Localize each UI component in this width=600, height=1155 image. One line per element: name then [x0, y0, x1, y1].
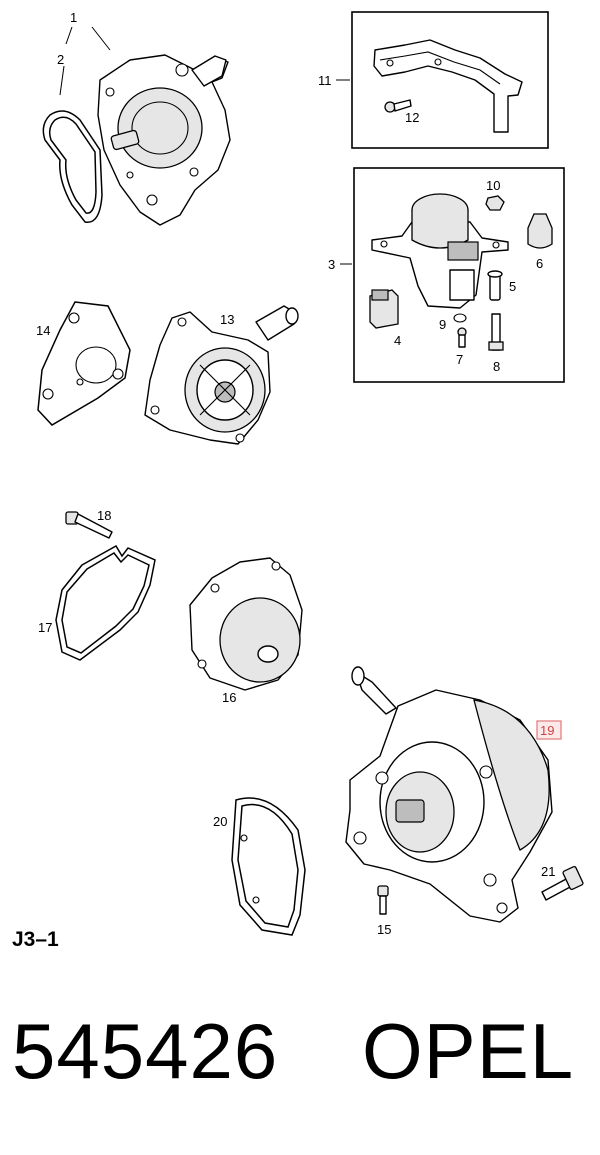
- callout-10: 10: [486, 178, 500, 193]
- part-2-gasket: [42, 110, 103, 223]
- callouts-3-10: 3 4 5 6 7 8 9 10: [328, 178, 543, 374]
- callout-18: 18: [97, 508, 111, 523]
- part-17-gasket: [55, 544, 156, 661]
- callout-19: 19: [540, 723, 554, 738]
- sheet-id-label: J3–1: [12, 928, 59, 951]
- callouts-13-14: 14 13: [36, 312, 234, 338]
- callout-11: 11: [318, 73, 332, 88]
- part-16-vacuum-pump: [189, 557, 303, 691]
- detail-box-bracket: [351, 11, 549, 149]
- callouts-16-18: 18 17 16: [38, 508, 236, 705]
- part-4-connector: [369, 289, 399, 329]
- part-15-bolt: [377, 885, 389, 915]
- part-18-bolt: [65, 511, 113, 539]
- callout-9: 9: [439, 317, 446, 332]
- part-3-solenoid-valve: [371, 193, 509, 309]
- part-19-vacuum-pump: [345, 666, 553, 923]
- part-6-cap: [527, 213, 553, 249]
- part-21-bolt: [541, 865, 584, 901]
- part-number: 545426: [12, 1007, 279, 1095]
- callout-16: 16: [222, 690, 236, 705]
- brand-name: OPEL: [362, 1007, 575, 1095]
- part-8-bolt: [488, 313, 504, 351]
- callout-17: 17: [38, 620, 52, 635]
- part-11-bracket: [373, 39, 523, 133]
- part-13-vacuum-pump: [144, 305, 299, 445]
- callout-13: 13: [220, 312, 234, 327]
- callout-1: 1: [70, 10, 77, 25]
- callout-21: 21: [541, 864, 555, 879]
- callout-7: 7: [456, 352, 463, 367]
- callout-5: 5: [509, 279, 516, 294]
- callouts-11-12: 11 12: [318, 73, 419, 125]
- detail-box-valve: [353, 167, 565, 383]
- callouts-15-21: 19 20 21 15: [213, 720, 562, 937]
- callout-3: 3: [328, 257, 335, 272]
- part-12-screw: [384, 99, 412, 113]
- callout-15: 15: [377, 922, 391, 937]
- part-20-gasket: [231, 797, 306, 936]
- callout-8: 8: [493, 359, 500, 374]
- part-14-gasket: [37, 301, 131, 426]
- part-9-washer: [453, 313, 467, 323]
- callout-19-highlight: [536, 720, 562, 740]
- part-1-vacuum-pump: [97, 54, 231, 226]
- callout-12: 12: [405, 110, 419, 125]
- callout-6: 6: [536, 256, 543, 271]
- callouts-1-2: 1 2: [57, 10, 111, 96]
- callout-2: 2: [57, 52, 64, 67]
- callout-4: 4: [394, 333, 401, 348]
- part-10-nut: [485, 195, 505, 211]
- part-5-sleeve: [487, 270, 503, 301]
- callout-20: 20: [213, 814, 227, 829]
- part-7-screw: [457, 327, 467, 348]
- callout-14: 14: [36, 323, 50, 338]
